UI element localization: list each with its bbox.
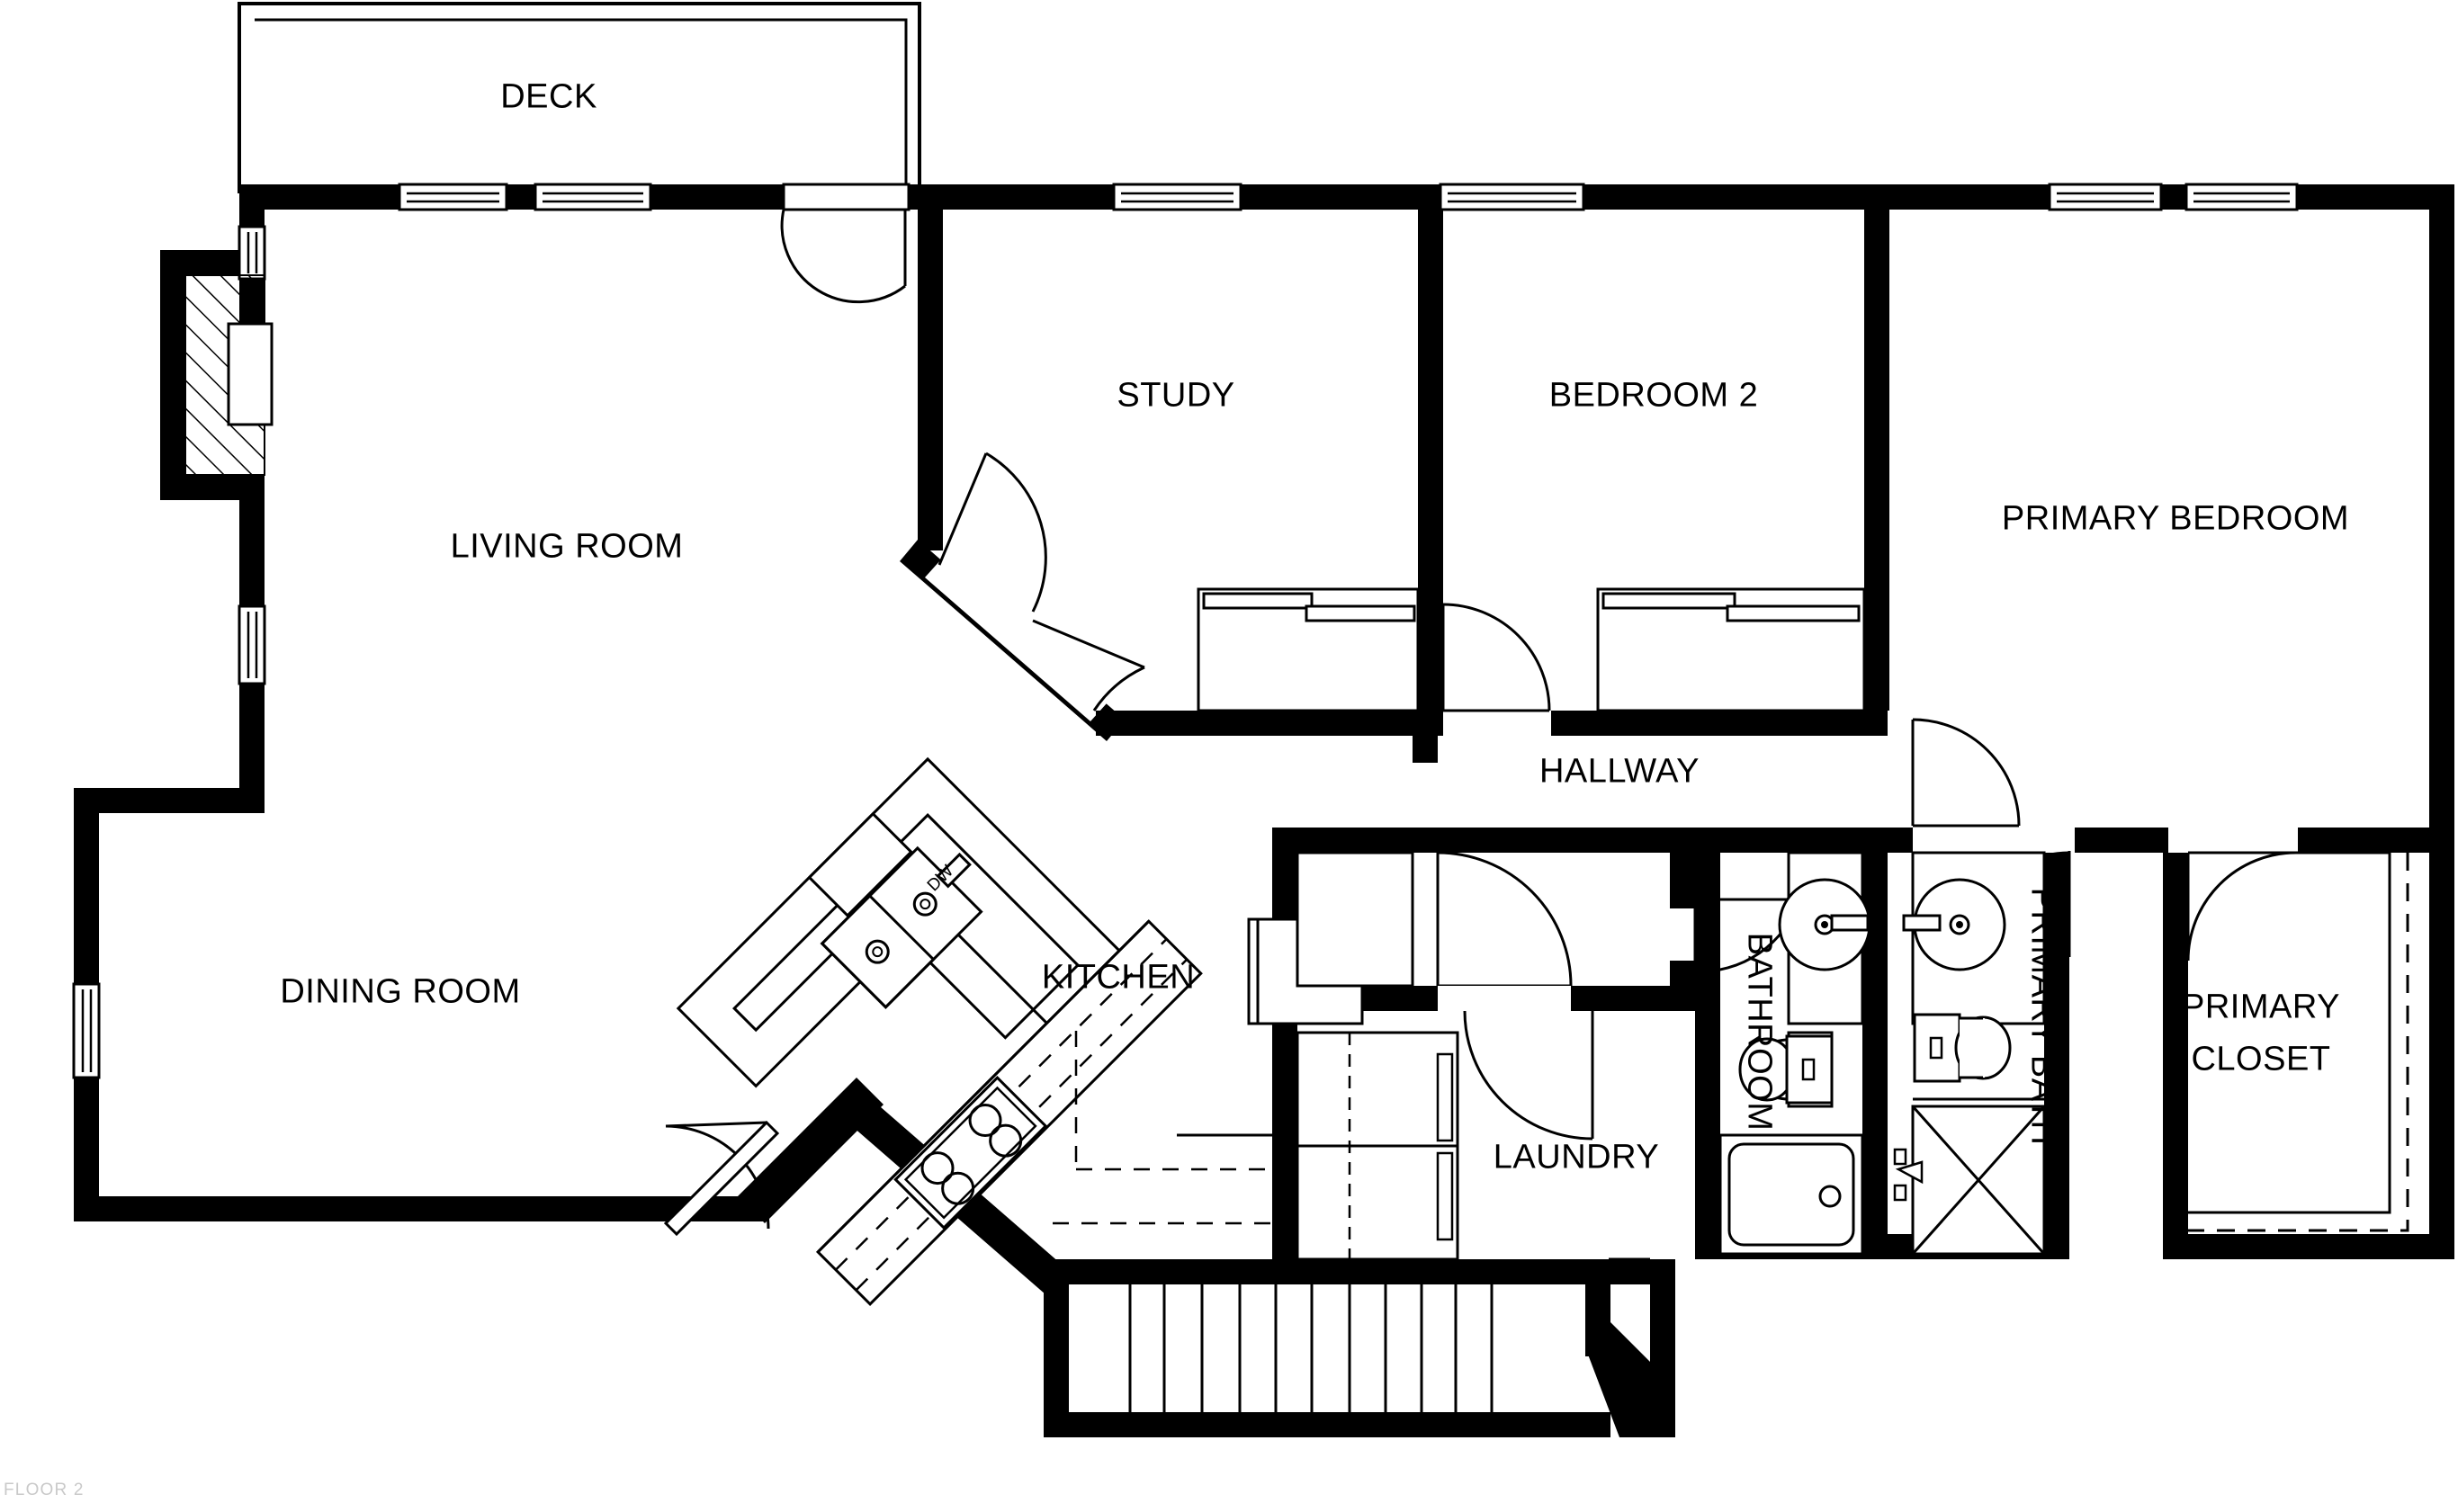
window-study <box>1112 183 1242 211</box>
doors <box>663 183 2298 1237</box>
closet-bedroom2 <box>1596 587 1866 712</box>
window-dining <box>72 982 101 1079</box>
hall-closet-interior <box>1296 851 1414 988</box>
walls <box>74 184 2454 1437</box>
door-bedroom2 <box>1441 603 1551 736</box>
door-study-double <box>937 452 1145 711</box>
primary-bath-fixtures <box>1893 851 2046 1256</box>
window-living-1 <box>238 225 266 281</box>
window-primary-2 <box>2184 183 2299 211</box>
laundry-fixtures <box>1296 1031 1459 1261</box>
stairs <box>1069 1284 1585 1412</box>
door-laundry <box>1438 986 1594 1141</box>
toilet-bathroom <box>1738 1031 1834 1108</box>
interior-thin-lines <box>1609 1257 1654 1385</box>
deck-outline <box>238 2 921 193</box>
door-primary-bedroom <box>1888 711 2021 828</box>
primary-closet-shelving <box>2188 851 2409 1232</box>
kitchen-fixtures <box>676 756 1364 1307</box>
window-deck-2 <box>534 183 652 211</box>
floor-tag: FLOOR 2 <box>4 1481 85 1499</box>
closet-study <box>1197 587 1420 712</box>
counter-guides <box>1053 1031 1272 1225</box>
closet-sliding-doors <box>1197 587 1866 712</box>
door-hall-closet <box>1413 851 1573 988</box>
window-primary-1 <box>2048 183 2163 211</box>
toilet-primary-bath <box>1913 1013 2012 1083</box>
shower-primary-bath <box>1893 1097 2046 1256</box>
fireplace <box>184 274 274 476</box>
door-deck <box>780 183 911 304</box>
door-dining <box>663 1120 780 1237</box>
bathroom-fixtures <box>1718 851 1871 1256</box>
window-bedroom2 <box>1439 183 1585 211</box>
door-primary-closet <box>2168 828 2298 962</box>
window-deck-1 <box>398 183 508 211</box>
window-living-2 <box>238 604 266 685</box>
